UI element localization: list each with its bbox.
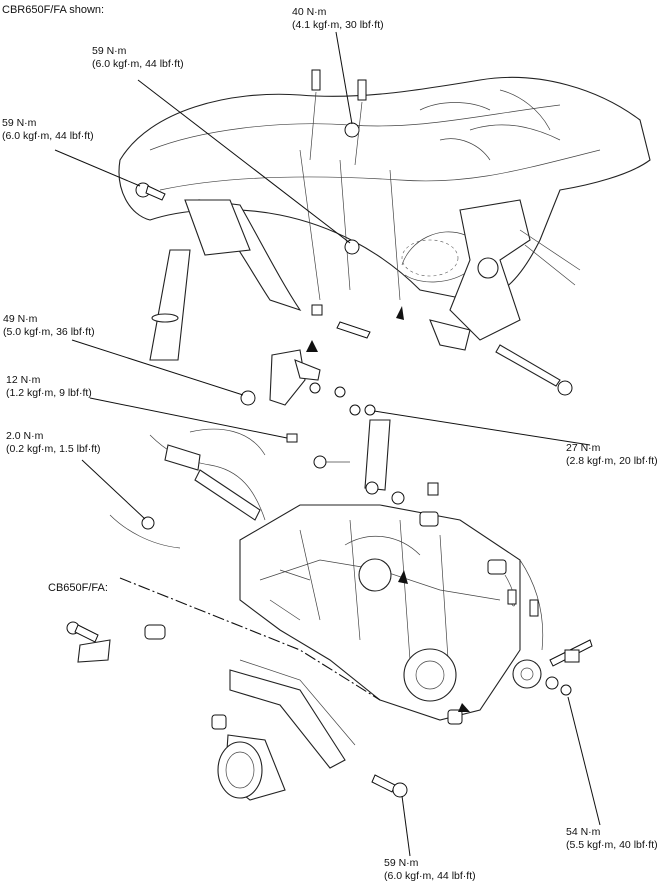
front-fork <box>149 249 191 361</box>
inset-parts <box>66 621 356 801</box>
torque-callout-59nm-left: 59 N·m(6.0 kgf·m, 44 lbf·ft) <box>2 117 94 142</box>
torque-callout-40nm: 40 N·m(4.1 kgf·m, 30 lbf·ft) <box>292 6 384 31</box>
torque-callout-59nm-bottom: 59 N·m(6.0 kgf·m, 44 lbf·ft) <box>384 857 476 882</box>
torque-callout-54nm: 54 N·m(5.5 kgf·m, 40 lbf·ft) <box>566 826 658 851</box>
inset-divider <box>119 577 381 701</box>
torque-callout-2nm: 2.0 N·m(0.2 kgf·m, 1.5 lbf·ft) <box>6 430 101 455</box>
torque-callout-59nm-upper: 59 N·m(6.0 kgf·m, 44 lbf·ft) <box>92 45 184 70</box>
top-mount-bolts <box>309 69 367 166</box>
engine-spacers <box>419 482 507 725</box>
frame-outline <box>118 76 651 312</box>
engine-hanger-bracket <box>240 349 346 406</box>
upper-mount-collar <box>311 239 371 339</box>
lower-mount-bolt <box>371 774 408 798</box>
engine-block <box>239 504 521 721</box>
swingarm-bracket <box>429 199 581 351</box>
torque-callout-12nm: 12 N·m(1.2 kgf·m, 9 lbf·ft) <box>6 374 92 399</box>
drive-sprocket <box>512 639 593 696</box>
left-mount-bolt <box>135 182 166 201</box>
cable-routing <box>504 559 544 651</box>
torque-callout-49nm: 49 N·m(5.0 kgf·m, 36 lbf·ft) <box>3 313 95 338</box>
model-shown-label: CBR650F/FA shown: <box>2 4 105 16</box>
callout-leaders <box>54 31 601 857</box>
direction-arrows <box>306 306 470 712</box>
torque-callout-27nm: 27 N·m(2.8 kgf·m, 20 lbf·ft) <box>566 442 658 467</box>
pivot-bolt <box>495 344 573 396</box>
inset-model-label: CB650F/FA: <box>48 582 108 594</box>
rear-hanger-bracket <box>349 404 405 505</box>
sensor-harness <box>109 428 350 549</box>
